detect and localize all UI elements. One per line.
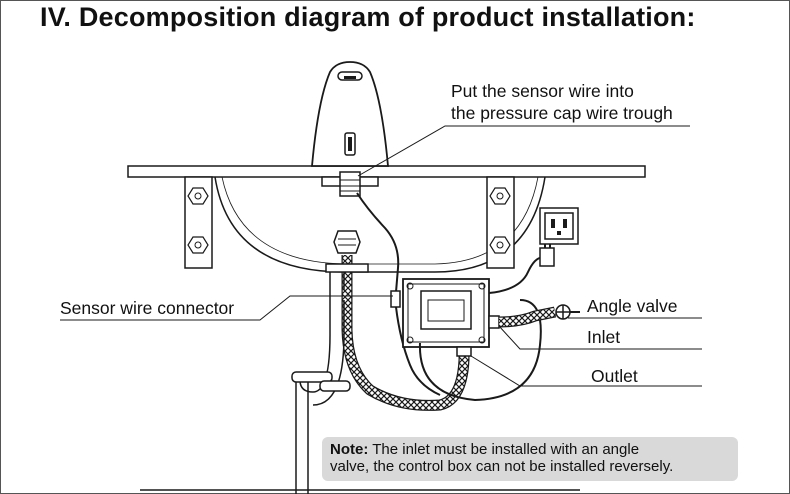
- installation-note: Note: The inlet must be installed with a…: [322, 437, 738, 481]
- leader-sensor-wire: [357, 125, 690, 177]
- countertop: [127, 165, 646, 178]
- label-sensor-wire-line1: Put the sensor wire into: [451, 81, 634, 101]
- basin: [214, 176, 546, 273]
- wall-socket-icon: [539, 207, 579, 245]
- label-inlet: Inlet: [587, 327, 621, 347]
- left-bracket: [184, 176, 213, 269]
- control-box: [402, 278, 500, 357]
- sensor-wire-connector-plug: [390, 290, 401, 308]
- leader-sensor-connector: [60, 295, 393, 321]
- label-sensor-wire-connector: Sensor wire connector: [60, 298, 235, 318]
- label-outlet: Outlet: [591, 366, 638, 386]
- right-bracket: [486, 176, 515, 269]
- note-prefix: Note:: [330, 441, 369, 458]
- label-sensor-wire-line2: the pressure cap wire trough: [451, 103, 673, 123]
- note-line1: The inlet must be installed with an angl…: [368, 441, 640, 458]
- angle-valve: [498, 304, 580, 328]
- page-title: IV. Decomposition diagram of product ins…: [40, 2, 696, 32]
- leader-outlet: [470, 355, 702, 387]
- leader-inlet: [498, 325, 702, 350]
- drain-pipe: [140, 263, 580, 494]
- note-line2: valve, the control box can not be instal…: [330, 458, 674, 475]
- sensor-wire: [356, 192, 400, 293]
- faucet: [311, 61, 389, 197]
- supply-hose: [333, 230, 470, 411]
- label-angle-valve: Angle valve: [587, 296, 678, 316]
